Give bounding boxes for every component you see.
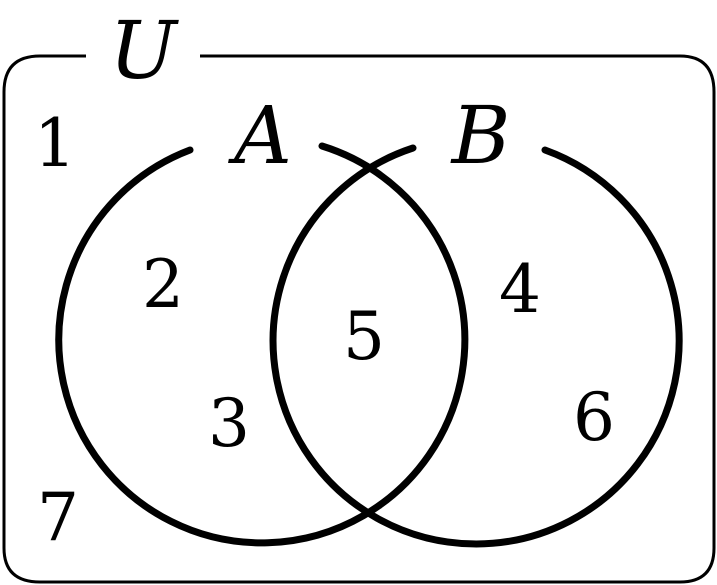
element-a-only-2: 2: [142, 246, 184, 323]
set-a-circle: [55, 142, 469, 547]
element-outside-1: 1: [34, 105, 76, 182]
element-intersection-5: 5: [343, 298, 385, 375]
element-a-only-3: 3: [208, 385, 250, 462]
set-b-label: B: [450, 89, 511, 182]
universe-label: U: [109, 4, 179, 97]
set-a-label: A: [227, 89, 292, 182]
universe-frame: [2, 54, 716, 584]
element-outside-7: 7: [37, 479, 79, 556]
set-b-circle: [269, 144, 683, 548]
element-b-only-4: 4: [499, 251, 541, 328]
element-b-only-6: 6: [573, 379, 615, 456]
